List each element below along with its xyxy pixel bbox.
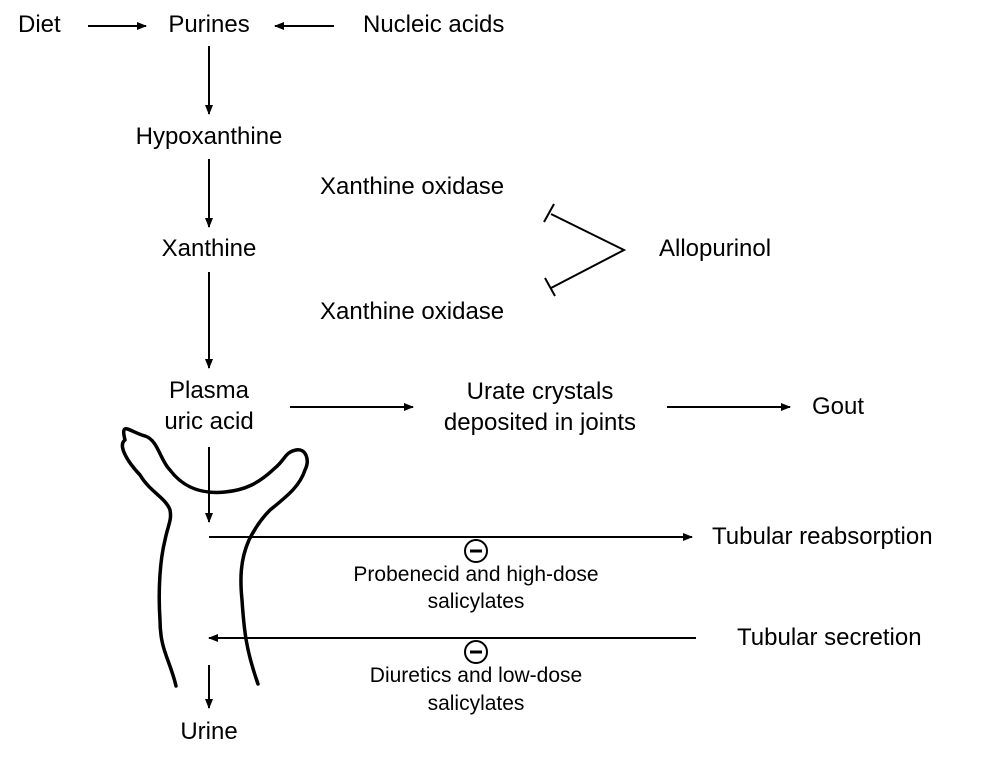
node-urine: Urine: [180, 718, 238, 745]
node-hypoxanthine: Hypoxanthine: [135, 123, 283, 150]
node-tubular-reabsorption: Tubular reabsorption: [712, 523, 933, 550]
node-allopurinol: Allopurinol: [659, 235, 772, 262]
node-urate-crystals-line1: Urate crystals: [466, 378, 614, 405]
secretion-inhibition-minus-icon: [464, 640, 488, 664]
inhibition-bar-top: [543, 203, 555, 223]
node-gout: Gout: [812, 393, 865, 420]
node-xanthine-oxidase-1: Xanthine oxidase: [320, 173, 505, 200]
allopurinol-inhibition-lines: [550, 213, 627, 289]
node-purines: Purines: [168, 11, 250, 38]
node-plasma-uric-acid-line2: uric acid: [164, 408, 254, 435]
nephron-tubule-outline: [120, 427, 309, 688]
label-secretion-inhibitors-line2: salicylates: [427, 692, 525, 715]
label-reabsorption-inhibitors-line2: salicylates: [427, 590, 525, 613]
node-urate-crystals-line2: deposited in joints: [443, 409, 637, 436]
label-secretion-inhibitors-line1: Diuretics and low-dose: [369, 664, 583, 687]
inhibition-bar-bottom: [544, 277, 556, 297]
node-nucleic-acids: Nucleic acids: [363, 11, 505, 38]
reabsorption-inhibition-minus-icon: [464, 539, 488, 563]
node-plasma-uric-acid-line1: Plasma: [168, 377, 250, 404]
node-tubular-secretion: Tubular secretion: [737, 624, 922, 651]
label-reabsorption-inhibitors-line1: Probenecid and high-dose: [353, 563, 599, 586]
node-xanthine-oxidase-2: Xanthine oxidase: [320, 298, 505, 325]
node-xanthine: Xanthine: [161, 235, 257, 262]
node-diet: Diet: [18, 11, 61, 38]
